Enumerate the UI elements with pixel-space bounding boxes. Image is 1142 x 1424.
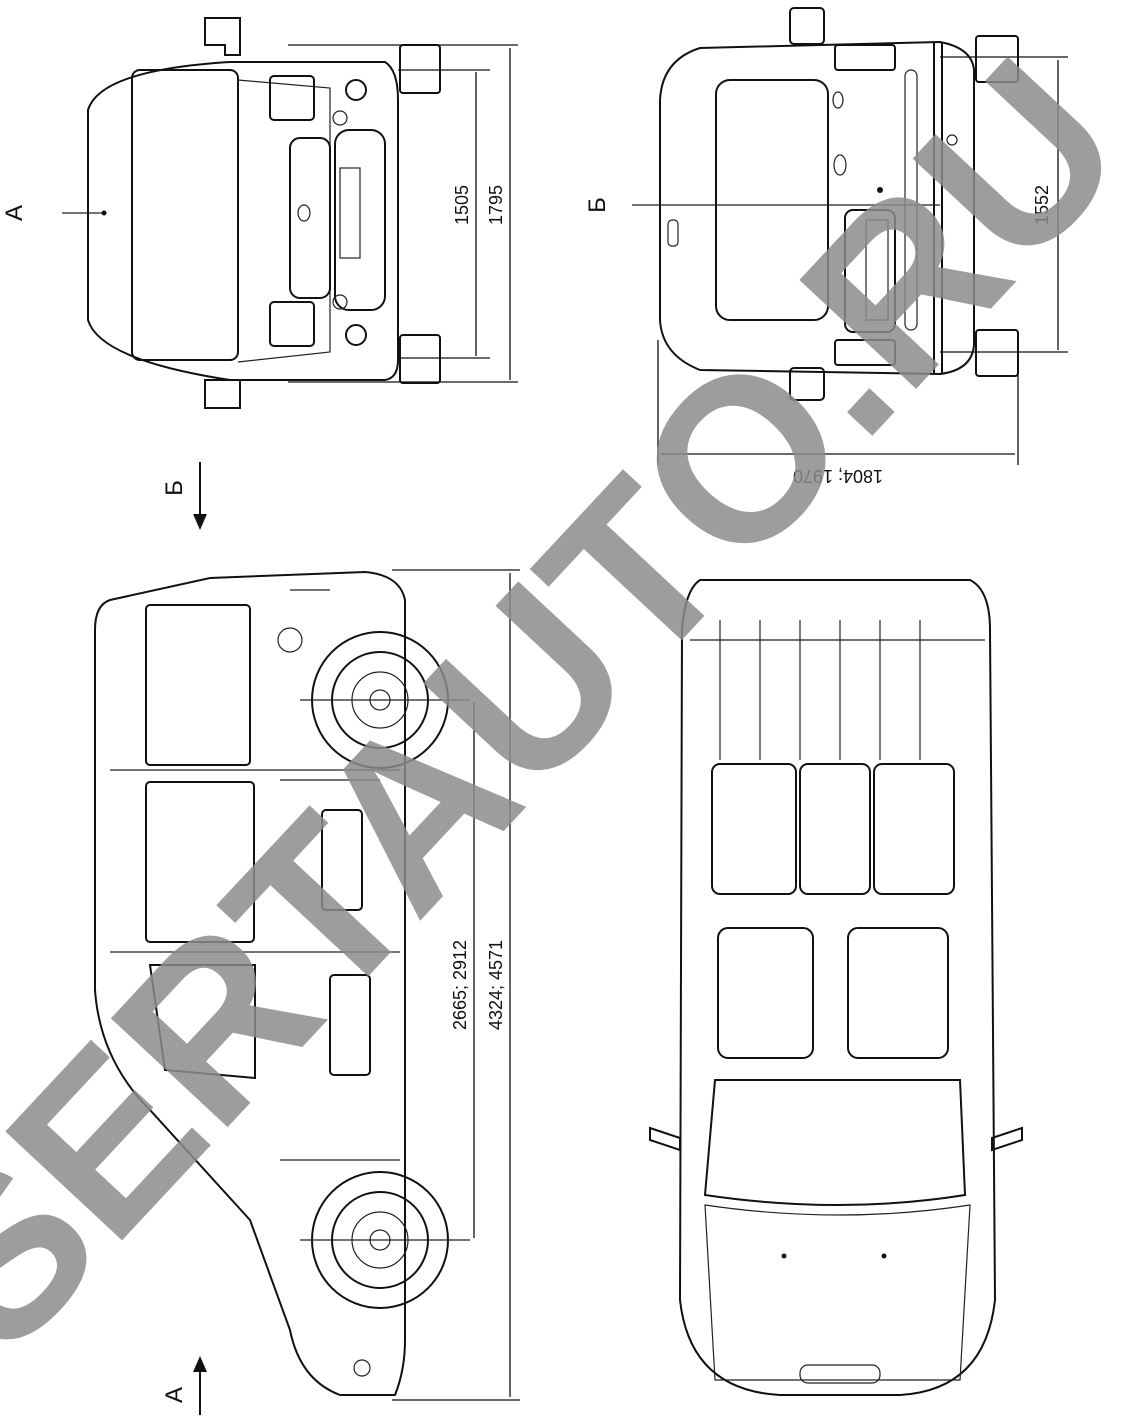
front-view-label: А	[1, 205, 28, 221]
rear-view: Б 1552 1804; 1970	[584, 7, 1068, 486]
arrow-b: Б	[161, 462, 207, 530]
rear-view-label: Б	[584, 197, 611, 213]
arrow-a: А	[161, 1356, 207, 1415]
top-view	[649, 579, 1023, 1396]
front-view: А 1505 1795	[1, 17, 518, 409]
wheelbase-dimension: 2665; 2912	[450, 940, 470, 1030]
rear-width-dimension: 1804; 1970	[793, 466, 883, 486]
front-width-dimension: 1795	[486, 185, 506, 225]
rear-track-dimension: 1552	[1032, 185, 1052, 225]
arrow-b-label: Б	[161, 480, 188, 496]
side-view: 2665; 2912 4324; 4571	[94, 569, 520, 1401]
arrow-a-label: А	[161, 1387, 188, 1403]
watermark: SERTAUTO.RU	[0, 13, 1142, 1399]
front-track-dimension: 1505	[452, 185, 472, 225]
length-dimension: 4324; 4571	[486, 940, 506, 1030]
